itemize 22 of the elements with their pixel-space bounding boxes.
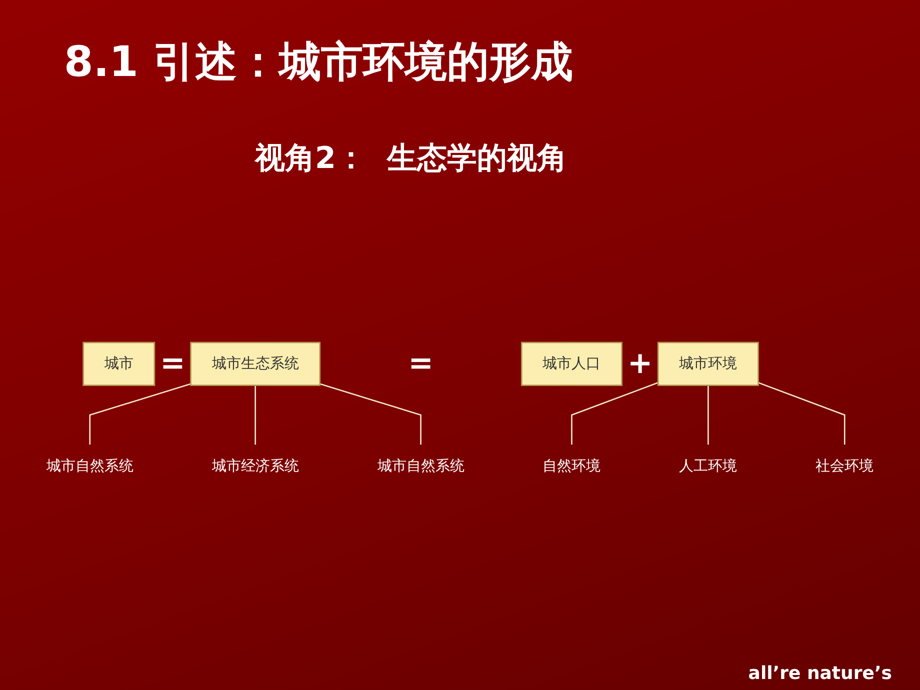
node-text: 自然环境 [542, 458, 601, 474]
connector [708, 385, 709, 445]
node-text: 城市经济系统 [212, 458, 299, 474]
connector [758, 382, 846, 445]
node-text: 社会环境 [816, 458, 874, 474]
node-box: 城市环境 [657, 342, 759, 386]
node-box: 城市 [82, 342, 156, 386]
footer-text: all’re nature’s [748, 663, 892, 684]
node-text: 城市自然系统 [377, 458, 464, 474]
connector [89, 383, 191, 445]
subtitle: 视角2： 生态学的视角 [255, 140, 567, 178]
node-box: 城市人口 [520, 342, 622, 386]
connector [320, 383, 422, 445]
title: 8.1 引述：城市环境的形成 [64, 36, 574, 88]
connector [254, 385, 256, 445]
operator-sign: + [627, 348, 653, 379]
node-text: 城市自然系统 [46, 458, 134, 474]
node-box: 城市生态系统 [190, 342, 321, 386]
operator-sign: = [160, 348, 186, 379]
operator-sign: = [408, 348, 434, 379]
node-text: 人工环境 [679, 458, 738, 474]
connector [571, 382, 658, 445]
